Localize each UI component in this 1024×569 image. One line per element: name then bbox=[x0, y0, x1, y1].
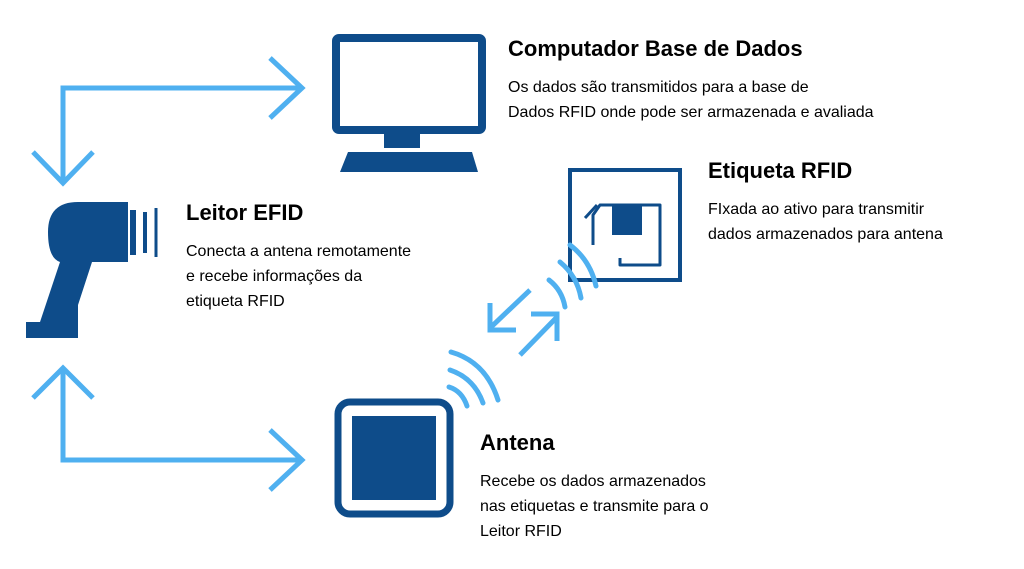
tag-title: Etiqueta RFID bbox=[708, 158, 853, 183]
antenna-description: Antena Recebe os dados armazenados nas e… bbox=[480, 430, 780, 545]
antenna-line-2: nas etiquetas e transmite para o bbox=[480, 498, 709, 516]
antenna-line-3: Leitor RFID bbox=[480, 522, 562, 540]
tag-text: FIxada ao ativo para transmitir dados ar… bbox=[708, 198, 1008, 248]
reader-text: Conecta a antena remotamente e recebe in… bbox=[186, 240, 486, 314]
antenna-title: Antena bbox=[480, 430, 555, 455]
reader-antenna-arrow bbox=[31, 364, 306, 492]
reader-line-3: etiqueta RFID bbox=[186, 292, 285, 310]
computer-line-1: Os dados são transmitidos para a base de bbox=[508, 79, 809, 97]
computer-text: Os dados são transmitidos para a base de… bbox=[508, 76, 978, 126]
computer-title: Computador Base de Dados bbox=[508, 36, 803, 61]
reader-computer-arrow bbox=[31, 56, 306, 187]
tag-signal-waves-icon bbox=[546, 242, 599, 310]
antenna-tag-arrow bbox=[487, 288, 560, 357]
computer-description: Computador Base de Dados Os dados são tr… bbox=[508, 36, 978, 126]
computer-line-2: Dados RFID onde pode ser armazenada e av… bbox=[508, 104, 874, 122]
antenna-text: Recebe os dados armazenados nas etiqueta… bbox=[480, 470, 780, 544]
barcode-reader-icon bbox=[26, 202, 158, 338]
reader-line-1: Conecta a antena remotamente bbox=[186, 243, 412, 261]
tag-description: Etiqueta RFID FIxada ao ativo para trans… bbox=[708, 158, 1008, 248]
rfid-tag-icon bbox=[568, 168, 682, 282]
tag-line-2: dados armazenados para antena bbox=[708, 226, 943, 244]
antenna-icon bbox=[334, 398, 454, 518]
reader-description: Leitor EFID Conecta a antena remotamente… bbox=[186, 200, 486, 315]
antenna-line-1: Recebe os dados armazenados bbox=[480, 473, 706, 491]
computer-monitor-icon bbox=[332, 34, 486, 172]
antenna-signal-waves-icon bbox=[446, 349, 501, 409]
reader-title: Leitor EFID bbox=[186, 200, 304, 225]
tag-line-1: FIxada ao ativo para transmitir bbox=[708, 201, 925, 219]
reader-line-2: e recebe informações da bbox=[186, 268, 363, 286]
